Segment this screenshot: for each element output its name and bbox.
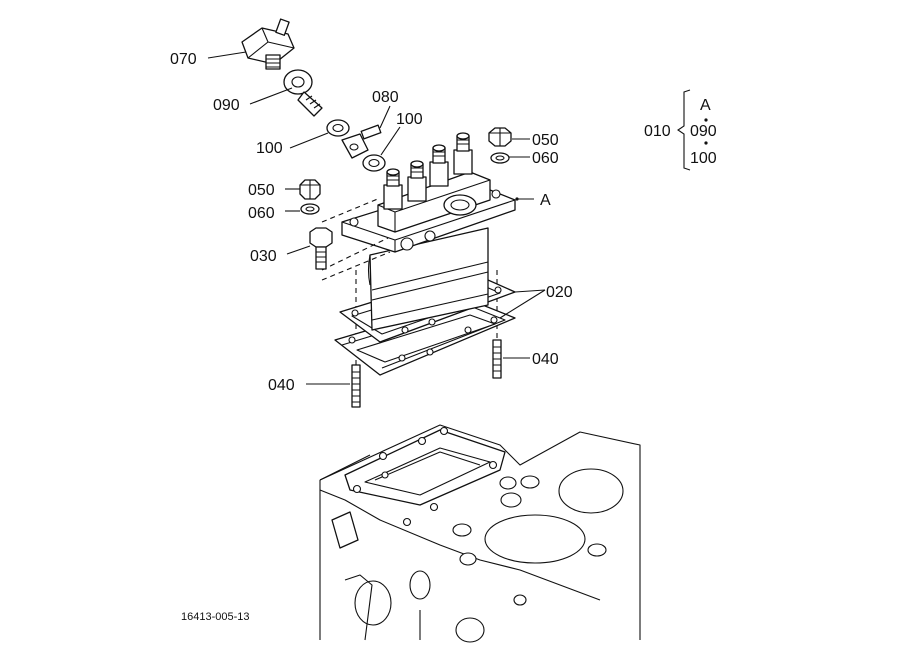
figure-code: 16413-005-13 — [181, 611, 250, 623]
delivery-valve-holder — [383, 168, 403, 210]
label-060-right: 060 — [532, 150, 559, 167]
block-hole — [402, 517, 412, 527]
injection-pump-body — [321, 171, 516, 331]
label-090: 090 — [213, 97, 240, 114]
delivery-valve-holder — [453, 132, 473, 175]
stud-bolt-right — [492, 339, 502, 379]
block-hole — [429, 502, 439, 512]
block-port — [499, 476, 517, 490]
delivery-valve-holder — [429, 144, 449, 187]
label-100-right: 100 — [396, 111, 423, 128]
block-hole — [488, 460, 498, 470]
assembly-item-a: A — [700, 97, 711, 114]
leader-lines — [207, 51, 708, 385]
assembly-item-100: 100 — [690, 150, 717, 167]
block-port — [452, 523, 472, 537]
block-opening — [409, 570, 431, 600]
label-080: 080 — [372, 89, 399, 106]
block-opening — [354, 580, 392, 626]
nut-050-right — [488, 127, 512, 147]
block-hole — [439, 426, 449, 436]
label-050-left: 050 — [248, 182, 275, 199]
block-bore — [558, 468, 624, 514]
label-020: 020 — [546, 284, 573, 301]
eye-bolt-090 — [283, 69, 323, 117]
joint-080 — [341, 124, 382, 159]
nut-050-left — [299, 179, 321, 200]
label-ref-a: A — [540, 192, 551, 209]
gasket-lower — [334, 299, 516, 376]
assembly-item-090: 090 — [690, 123, 717, 140]
label-060-left: 060 — [248, 205, 275, 222]
block-bore — [484, 514, 586, 564]
stud-bolt-left — [351, 364, 361, 408]
block-opening — [513, 594, 527, 606]
fuel-hose-fitting-070 — [241, 18, 295, 70]
bolt-030 — [309, 227, 333, 270]
label-040-left: 040 — [268, 377, 295, 394]
block-port — [520, 475, 540, 489]
delivery-valve-holder — [407, 160, 427, 202]
delivery-valve-holders — [383, 132, 473, 210]
block-hole — [381, 471, 389, 479]
washer-100-right — [362, 154, 386, 172]
label-050-right: 050 — [532, 132, 559, 149]
block-hole — [352, 484, 362, 494]
block-port — [500, 492, 522, 508]
label-070: 070 — [170, 51, 197, 68]
label-030: 030 — [250, 248, 277, 265]
block-port — [459, 552, 477, 566]
assembly-group-label: 010 — [644, 123, 671, 140]
block-hole — [378, 451, 388, 461]
block-opening — [455, 617, 485, 643]
engine-block — [319, 424, 641, 643]
washer-100-left — [326, 119, 350, 137]
washer-060-left — [300, 203, 320, 215]
block-hole — [417, 436, 427, 446]
washer-060-right — [490, 152, 510, 164]
block-window — [331, 511, 359, 549]
label-040-right: 040 — [532, 351, 559, 368]
block-port — [587, 543, 607, 557]
label-100-left: 100 — [256, 140, 283, 157]
